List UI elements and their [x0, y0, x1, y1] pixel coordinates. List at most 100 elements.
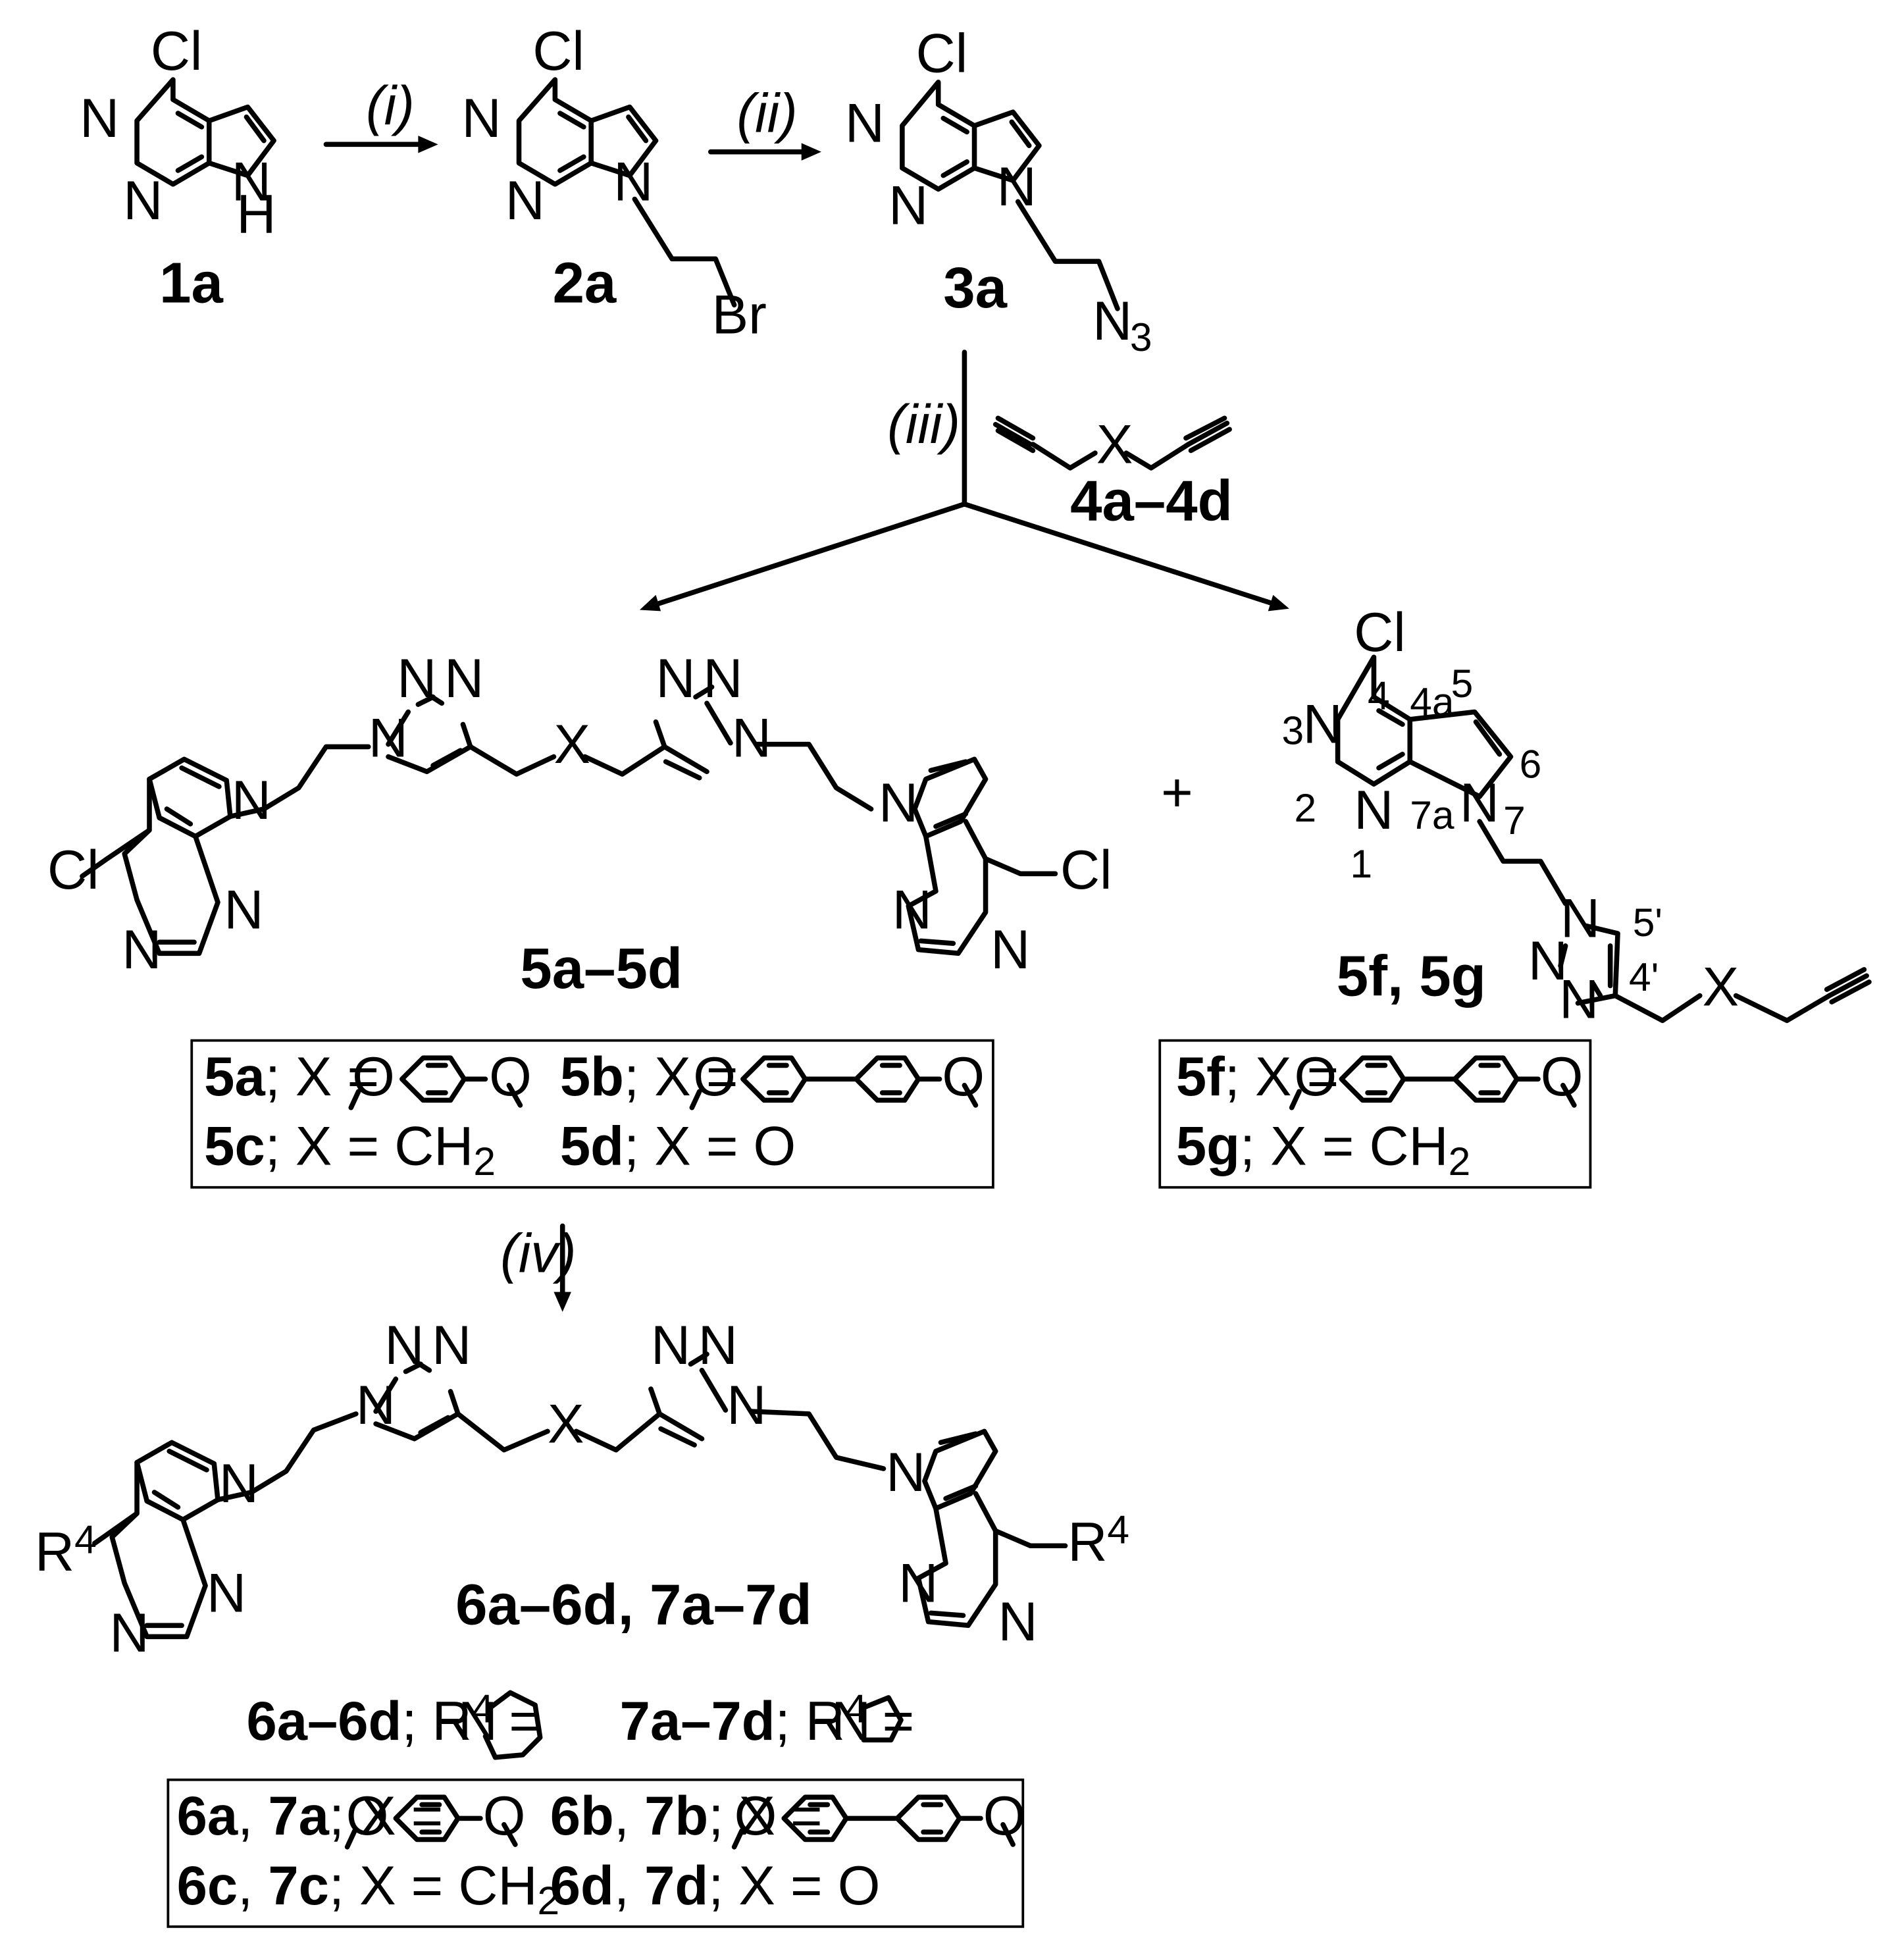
- position-number: 3: [1282, 708, 1304, 753]
- nitrogen-atom: N: [219, 1453, 259, 1514]
- svg-text:5g; X = CH2: 5g; X = CH2: [1176, 1116, 1470, 1184]
- legend-subscript: 2: [1449, 1139, 1471, 1184]
- azide-nitrogen: N: [1093, 290, 1132, 352]
- svg-text:6a–6d; R4 =: 6a–6d; R4 =: [246, 1686, 541, 1752]
- label-5f: 5f, 5g: [1337, 945, 1486, 1008]
- nitrogen-atom: N: [232, 770, 271, 831]
- reagent-iv: (iv): [500, 1222, 576, 1284]
- nitrogen-atom: N: [651, 1315, 690, 1376]
- nitrogen-atom: N: [1460, 772, 1499, 833]
- reagent-i: (i): [366, 75, 415, 136]
- legend-text-5d: ; X = O: [624, 1116, 796, 1177]
- svg-text:R4: R4: [35, 1517, 97, 1582]
- r4-superscript: 4: [1107, 1507, 1129, 1552]
- r4-definitions: 6a–6d; R4 = N 7a–7d; R4 = N: [246, 1686, 915, 1760]
- position-number: 6: [1520, 742, 1542, 787]
- legend-subscript: 2: [473, 1139, 496, 1184]
- nitrogen-atom: N: [831, 1690, 871, 1752]
- nitrogen-atom: N: [356, 1374, 396, 1436]
- compound-label-1a: 1a: [159, 251, 223, 315]
- chlorine-atom: Cl: [1354, 602, 1406, 663]
- nitrogen-atom: N: [123, 170, 163, 231]
- r4-def-piperidine-id: 6a–6d: [246, 1690, 401, 1752]
- compound-1a: Cl N N N H 1a: [80, 20, 276, 315]
- arrow-step-ii: (ii): [708, 82, 821, 161]
- nitrogen-atom: N: [80, 88, 119, 149]
- biphenyldioxy-fragment: O O: [1289, 1046, 1583, 1110]
- oxygen-atom: O: [693, 1046, 736, 1107]
- x-substituent: X: [1703, 956, 1739, 1018]
- nitrogen-atom: N: [207, 1562, 246, 1623]
- nitrogen-atom: N: [505, 170, 545, 231]
- arrow-step-i: (i): [323, 75, 438, 153]
- oxygen-atom: O: [489, 1046, 532, 1107]
- position-number: 1: [1351, 841, 1373, 886]
- compound-label-5a-5d: 5a–5d: [520, 937, 682, 1001]
- nitrogen-atom: N: [432, 1315, 471, 1376]
- oxygen-atom: O: [1294, 1046, 1337, 1107]
- bromine-atom: Br: [712, 284, 767, 346]
- oxygen-atom: O: [352, 1046, 395, 1107]
- position-number: 2: [1294, 785, 1316, 830]
- arrow-step-iv: (iv): [500, 1222, 577, 1312]
- nitrogen-atom: N: [998, 1591, 1037, 1652]
- nitrogen-atom: N: [397, 648, 436, 709]
- reagent-iii: (iii): [887, 394, 960, 455]
- legend-id-6d: 6d: [550, 1855, 614, 1916]
- nitrogen-atom: N: [1559, 969, 1599, 1030]
- r4-def-pyrrolidine-id: 7a–7d: [620, 1690, 775, 1752]
- legend-id-6b: 6b: [550, 1785, 614, 1846]
- nitrogen-atom: N: [1560, 888, 1600, 949]
- position-number: 5: [1451, 661, 1474, 706]
- reagent-ii: (ii): [736, 82, 797, 144]
- legend-id-7a: 7a: [268, 1785, 329, 1846]
- legend-text-5c: ; X = CH: [265, 1116, 474, 1177]
- nitrogen-atom: N: [1528, 930, 1568, 991]
- nitrogen-atom: N: [1303, 694, 1343, 755]
- legend-id-7b: 7b: [644, 1785, 708, 1846]
- nitrogen-atom: N: [1354, 779, 1393, 841]
- nitrogen-atom: N: [991, 919, 1030, 980]
- compound-label-6-7: 6a–6d, 7a–7d: [455, 1573, 812, 1636]
- legend-id-5d: 5d: [560, 1116, 624, 1177]
- nitrogen-atom: N: [613, 151, 653, 212]
- nitrogen-atom: N: [898, 1552, 938, 1613]
- compound-6a-6d-7a-7d: N N N X N N N N N N N N N R4 R4 6a–6d, 7…: [35, 1315, 1129, 1663]
- pyrrolidine-ring: N: [813, 1690, 904, 1752]
- arrow-step-iii: (iii): [639, 350, 1289, 612]
- legend-text-5a: ; X =: [265, 1046, 379, 1107]
- legend-text-d: ; X = O: [708, 1855, 880, 1916]
- legend-text-5g: ; X = CH: [1240, 1116, 1449, 1177]
- oxygen-atom: O: [942, 1046, 985, 1107]
- position-number: 7a: [1410, 793, 1454, 837]
- r4-substituent: R: [35, 1521, 74, 1582]
- hydrogen-atom: H: [236, 184, 276, 245]
- nitrogen-atom: N: [224, 879, 263, 940]
- nitrogen-atom: N: [845, 93, 885, 154]
- nitrogen-atom: N: [879, 772, 918, 833]
- compound-label-4a-4d: 4a–4d: [1070, 469, 1233, 533]
- svg-text:7a–7d; R4 =: 7a–7d; R4 =: [620, 1686, 915, 1752]
- nitrogen-atom: N: [732, 708, 771, 769]
- nitrogen-atom: N: [656, 648, 696, 709]
- nitrogen-atom: N: [232, 151, 271, 212]
- nitrogen-atom: N: [997, 156, 1037, 217]
- compound-label-5f-5g: 5f, 5g: [1337, 945, 1486, 1008]
- oxygen-atom: O: [983, 1785, 1026, 1846]
- legend-box-6-7: 6a, 7a; X = O O 6b, 7b; X = O O 6c, 7c; …: [167, 1778, 1026, 1928]
- nitrogen-atom: N: [703, 648, 742, 709]
- legend-id-5a: 5a: [204, 1046, 265, 1107]
- dioxyphenylene-fragment: O O: [344, 1785, 526, 1850]
- biphenyldioxy-fragment: O O: [689, 1046, 985, 1110]
- nitrogen-atom: N: [727, 1374, 766, 1436]
- r4-superscript: 4: [74, 1517, 97, 1562]
- legend-id-7c: 7c: [268, 1855, 329, 1916]
- position-number: 5': [1633, 900, 1662, 945]
- svg-text:5c; X = CH2: 5c; X = CH2: [204, 1116, 496, 1184]
- position-number: 4a: [1410, 679, 1454, 724]
- oxygen-atom: O: [483, 1785, 526, 1846]
- svg-text:R4: R4: [1068, 1507, 1129, 1572]
- nitrogen-atom: N: [384, 1315, 424, 1376]
- plus-sign: +: [1161, 762, 1193, 823]
